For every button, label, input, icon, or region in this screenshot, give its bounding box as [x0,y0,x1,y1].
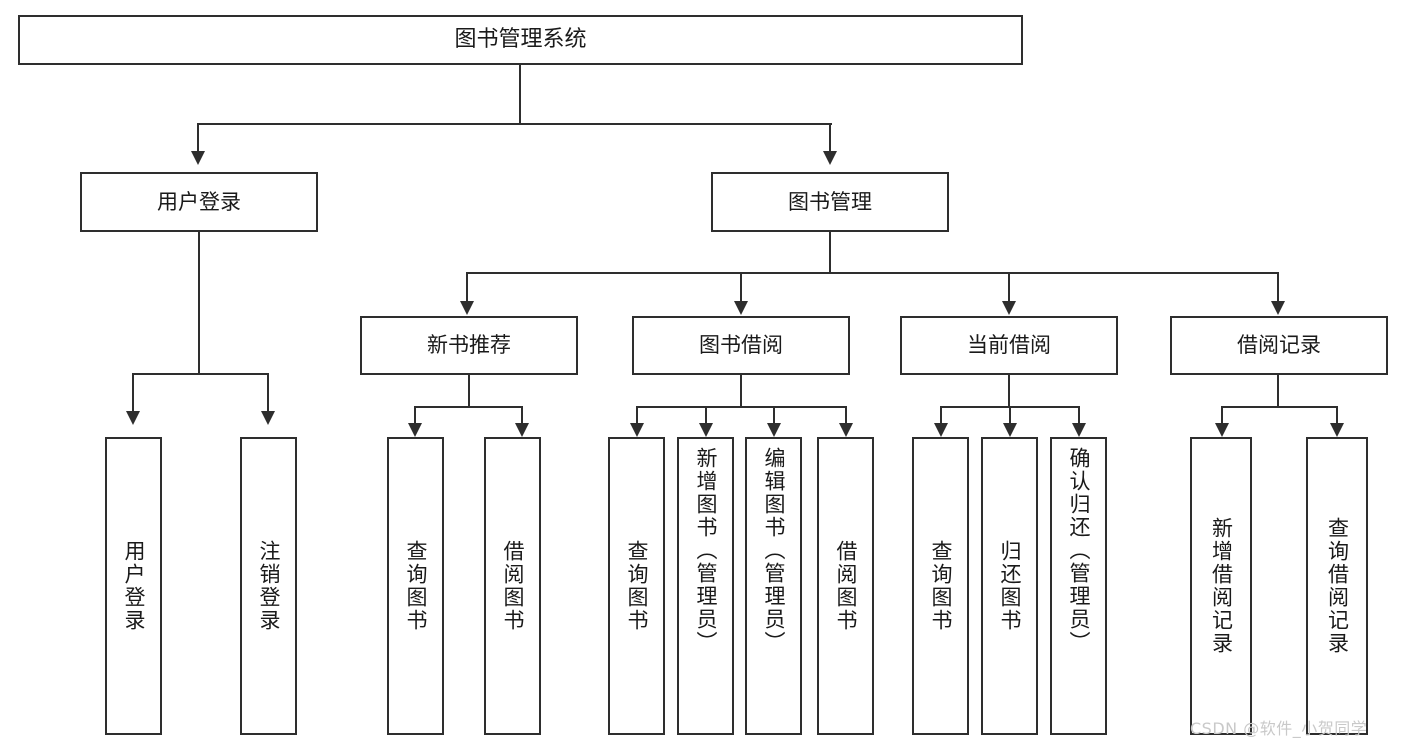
connector-book-borrow-leaf4 [845,406,847,423]
arrow-new-book-leaf1 [408,423,422,437]
connector-book-manage-c2 [740,272,742,301]
connector-book-manage-c3 [1008,272,1010,301]
node-label: 图书借阅 [699,333,783,358]
connector-book-manage-c1 [466,272,468,301]
leaf-user-login[interactable]: 用户登录 [105,437,162,735]
leaf-borrow-book[interactable]: 借阅图书 [817,437,874,735]
leaf-label: 编辑图书（管理员） [762,447,786,654]
arrow-current-borrow-leaf1 [934,423,948,437]
connector-book-borrow-stem [740,375,742,406]
arrow-current-borrow-leaf2 [1003,423,1017,437]
connector-current-borrow-leaf1 [940,406,942,423]
leaf-label: 借阅图书 [501,540,525,632]
arrow-current-borrow-leaf3 [1072,423,1086,437]
arrow-user-login-leaf1 [126,411,140,425]
arrow-root-to-user-login [191,151,205,165]
connector-borrow-records-leaf2 [1336,406,1338,423]
connector-root-bar [198,123,832,125]
connector-user-login-bar [132,373,268,375]
connector-new-book-leaf1 [414,406,416,423]
leaf-label: 借阅图书 [834,540,858,632]
node-user-login[interactable]: 用户登录 [80,172,318,232]
leaf-query-book-current[interactable]: 查询图书 [912,437,969,735]
leaf-edit-book-admin[interactable]: 编辑图书（管理员） [745,437,802,735]
connector-current-borrow-leaf2 [1009,406,1011,423]
connector-user-login-leaf2 [267,373,269,411]
node-label: 图书管理系统 [454,27,587,53]
arrow-book-borrow-leaf3 [767,423,781,437]
connector-borrow-records-stem [1277,375,1279,406]
arrow-borrow-records-leaf2 [1330,423,1344,437]
leaf-label: 归还图书 [998,540,1022,632]
leaf-query-book-recommend[interactable]: 查询图书 [387,437,444,735]
connector-user-login-stem [198,232,200,373]
connector-book-manage-c4 [1277,272,1279,301]
node-book-borrow[interactable]: 图书借阅 [632,316,850,375]
arrow-borrow-records-leaf1 [1215,423,1229,437]
connector-book-manage-bar [466,272,1278,274]
node-label: 新书推荐 [427,333,511,358]
connector-book-borrow-leaf2 [705,406,707,423]
node-root-library-system[interactable]: 图书管理系统 [18,15,1023,65]
connector-book-manage-stem [829,232,831,272]
leaf-query-book-borrow[interactable]: 查询图书 [608,437,665,735]
leaf-return-book[interactable]: 归还图书 [981,437,1038,735]
node-current-borrow[interactable]: 当前借阅 [900,316,1118,375]
leaf-add-book-admin[interactable]: 新增图书（管理员） [677,437,734,735]
arrow-book-borrow-leaf4 [839,423,853,437]
node-new-book-recommend[interactable]: 新书推荐 [360,316,578,375]
leaf-label: 查询图书 [404,540,428,632]
node-label: 借阅记录 [1237,333,1321,358]
connector-user-login-leaf1 [132,373,134,411]
leaf-label: 查询图书 [929,540,953,632]
connector-borrow-records-bar [1221,406,1337,408]
arrow-root-to-book-manage [823,151,837,165]
connector-borrow-records-leaf1 [1221,406,1223,423]
arrow-user-login-leaf2 [261,411,275,425]
leaf-query-borrow-record[interactable]: 查询借阅记录 [1306,437,1368,735]
connector-root-to-user-login [197,123,199,151]
arrow-book-manage-c1 [460,301,474,315]
node-label: 当前借阅 [967,333,1051,358]
leaf-label: 用户登录 [122,540,146,632]
leaf-label: 新增图书（管理员） [694,447,718,654]
arrow-book-borrow-leaf2 [699,423,713,437]
node-book-management[interactable]: 图书管理 [711,172,949,232]
connector-new-book-stem [468,375,470,406]
leaf-label: 新增借阅记录 [1209,517,1234,655]
connector-root-stem [519,65,521,123]
csdn-watermark: CSDN @软件_小贺同学 [1190,719,1368,738]
arrow-new-book-leaf2 [515,423,529,437]
connector-new-book-leaf2 [521,406,523,423]
connector-current-borrow-stem [1008,375,1010,406]
arrow-book-manage-c3 [1002,301,1016,315]
leaf-label: 确认归还（管理员） [1067,447,1091,654]
leaf-add-borrow-record[interactable]: 新增借阅记录 [1190,437,1252,735]
leaf-label: 注销登录 [257,540,281,632]
connector-book-borrow-leaf3 [773,406,775,423]
connector-new-book-bar [414,406,522,408]
leaf-label: 查询图书 [625,540,649,632]
leaf-borrow-book-recommend[interactable]: 借阅图书 [484,437,541,735]
arrow-book-borrow-leaf1 [630,423,644,437]
node-label: 用户登录 [157,189,241,214]
leaf-label: 查询借阅记录 [1325,517,1350,655]
node-label: 图书管理 [788,189,872,214]
connector-book-borrow-bar [636,406,847,408]
arrow-book-manage-c4 [1271,301,1285,315]
leaf-confirm-return-admin[interactable]: 确认归还（管理员） [1050,437,1107,735]
node-borrow-records[interactable]: 借阅记录 [1170,316,1388,375]
connector-root-to-book-manage [829,123,831,151]
arrow-book-manage-c2 [734,301,748,315]
connector-current-borrow-leaf3 [1078,406,1080,423]
connector-book-borrow-leaf1 [636,406,638,423]
leaf-logout-login[interactable]: 注销登录 [240,437,297,735]
